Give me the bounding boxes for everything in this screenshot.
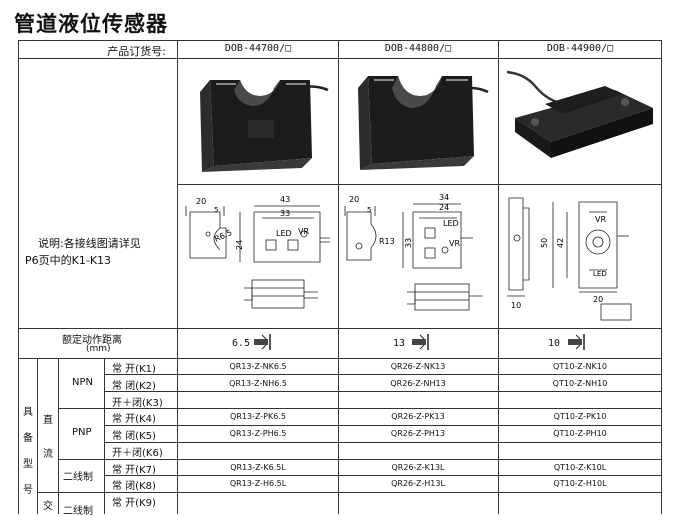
dim-label: 33 (404, 238, 413, 248)
model-code-c3: QT10-Z-K10L (553, 463, 607, 472)
dim-label: 5 (367, 206, 371, 214)
wiring-note-line2: P6页中的K1-K13 (25, 254, 112, 267)
sensing-target-icon (254, 334, 271, 350)
switching-mode-label: 开＋闭(K3) (112, 398, 163, 409)
switching-mode-label: 常 开(K9) (112, 498, 156, 509)
npn-label: NPN (72, 377, 93, 388)
model-code-c2: QR26-Z-NH13 (390, 379, 446, 388)
dim-label: R6.5 (213, 228, 233, 244)
sensor-photo-1 (200, 80, 329, 172)
available-models-label: 具备型号 (23, 407, 33, 496)
model-code-c3: QT10-Z-PK10 (553, 412, 607, 421)
dc-label: 直流 (43, 415, 53, 460)
dim-label: 43 (280, 195, 290, 204)
model-number-2: DOB-44800/□ (384, 43, 452, 54)
ac-label: 交 (43, 501, 53, 512)
dim-label: 20 (349, 195, 359, 204)
dim-label: 10 (511, 301, 521, 310)
led-label: LED (593, 270, 607, 278)
model-code-c3: QT10-Z-H10L (553, 479, 607, 488)
dim-label: 34 (439, 193, 449, 202)
two-wire-label: 二线制 (63, 472, 93, 483)
pnp-label: PNP (72, 427, 92, 438)
distance-value-1: 6.5 (232, 338, 251, 349)
switching-mode-label: 常 闭(K8) (112, 481, 156, 492)
sensing-target-icon (568, 334, 585, 350)
model-number-1: DOB-44700/□ (224, 43, 292, 54)
wiring-note-line1: 说明:各接线图请详见 (38, 237, 141, 250)
model-code-c3: QT10-Z-NH10 (552, 379, 608, 388)
vr-label: VR (595, 215, 606, 224)
rated-distance-label: 额定动作距离 (62, 335, 122, 346)
model-code-c1: QR13-Z-NK6.5 (229, 362, 287, 371)
switching-mode-label: 常 闭(K5) (112, 431, 156, 442)
switching-mode-label: 常 开(K1) (112, 364, 156, 375)
led-label: LED (443, 219, 459, 228)
dim-label: 20 (196, 197, 206, 206)
led-label: LED (276, 229, 292, 238)
sensor-photo-2 (358, 76, 489, 170)
model-code-c2: QR26-Z-NK13 (390, 362, 446, 371)
model-code-c1: QR13-Z-PK6.5 (230, 412, 286, 421)
switching-mode-label: 常 开(K7) (112, 465, 156, 476)
vr-label: VR (298, 227, 309, 236)
model-code-c2: QR26-Z-PK13 (391, 412, 445, 421)
sensor-photo-3 (506, 70, 653, 158)
model-code-c2: QR26-Z-H13L (391, 479, 445, 488)
dim-label: 5 (214, 206, 218, 214)
switching-mode-label: 常 开(K4) (112, 414, 156, 425)
switching-mode-label: 开＋闭(K6) (112, 448, 163, 459)
dim-label: 50 (540, 238, 549, 248)
dim-label: 42 (556, 238, 565, 248)
model-code-c1: QR13-Z-K6.5L (230, 463, 286, 472)
model-code-c3: QT10-Z-NK10 (553, 362, 607, 371)
dim-label: 24 (439, 203, 449, 212)
model-code-c1: QR13-Z-NH6.5 (229, 379, 287, 388)
model-number-3: DOB-44900/□ (546, 43, 614, 54)
model-code-c3: QT10-Z-PH10 (553, 429, 607, 438)
switching-mode-label: 常 闭(K2) (112, 381, 156, 392)
model-code-c1: QR13-Z-PH6.5 (229, 429, 287, 438)
distance-value-2: 13 (393, 338, 406, 349)
distance-value-3: 10 (548, 338, 561, 349)
dimension-drawing-2: 20 5 34 24 33 R13 LED VR (344, 193, 483, 311)
dim-label: 33 (280, 209, 290, 218)
dimension-drawing-3: 10 20 50 42 LED VR (507, 197, 632, 321)
sensing-target-icon (412, 334, 429, 350)
dimension-drawing-1: 20 5 43 33 24 R6.5 LED VR (185, 195, 330, 309)
page-title: 管道液位传感器 (14, 12, 168, 36)
rated-distance-unit: (mm) (86, 344, 111, 354)
order-number-label: 产品订货号: (107, 45, 166, 58)
dim-label: 20 (593, 295, 603, 304)
model-code-c2: QR26-Z-PH13 (390, 429, 446, 438)
dim-label: R13 (379, 237, 395, 246)
model-code-c1: QR13-Z-H6.5L (229, 479, 287, 488)
two-wire-label-ac: 二线制 (63, 506, 93, 517)
model-code-c2: QR26-Z-K13L (391, 463, 445, 472)
dim-label: 24 (235, 240, 244, 250)
vr-label: VR (449, 239, 460, 248)
